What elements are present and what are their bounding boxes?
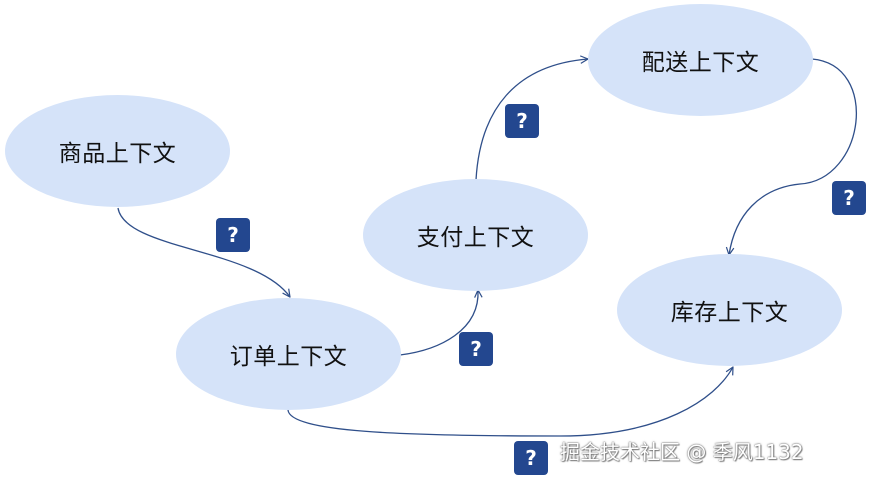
relation-badge-order-payment: ? — [459, 332, 493, 366]
node-delivery-context: 配送上下文 — [588, 4, 813, 116]
node-order-context: 订单上下文 — [176, 298, 401, 410]
relation-badge-delivery-inventory: ? — [832, 181, 866, 215]
node-payment-context: 支付上下文 — [363, 179, 588, 291]
edge-payment-to-delivery — [475, 59, 588, 181]
edge-product-to-order — [117, 207, 290, 297]
edge-order-to-inventory — [287, 367, 733, 437]
watermark-text: 掘金技术社区 @ 季风1132 — [560, 440, 804, 464]
relation-badge-payment-delivery: ? — [505, 104, 539, 138]
node-inventory-context: 库存上下文 — [617, 254, 842, 366]
edge-order-to-payment — [399, 290, 478, 356]
relation-badge-product-order: ? — [216, 218, 250, 252]
relation-badge-order-inventory: ? — [514, 441, 548, 475]
edge-delivery-to-inventory — [729, 58, 858, 255]
node-product-context: 商品上下文 — [5, 95, 230, 207]
